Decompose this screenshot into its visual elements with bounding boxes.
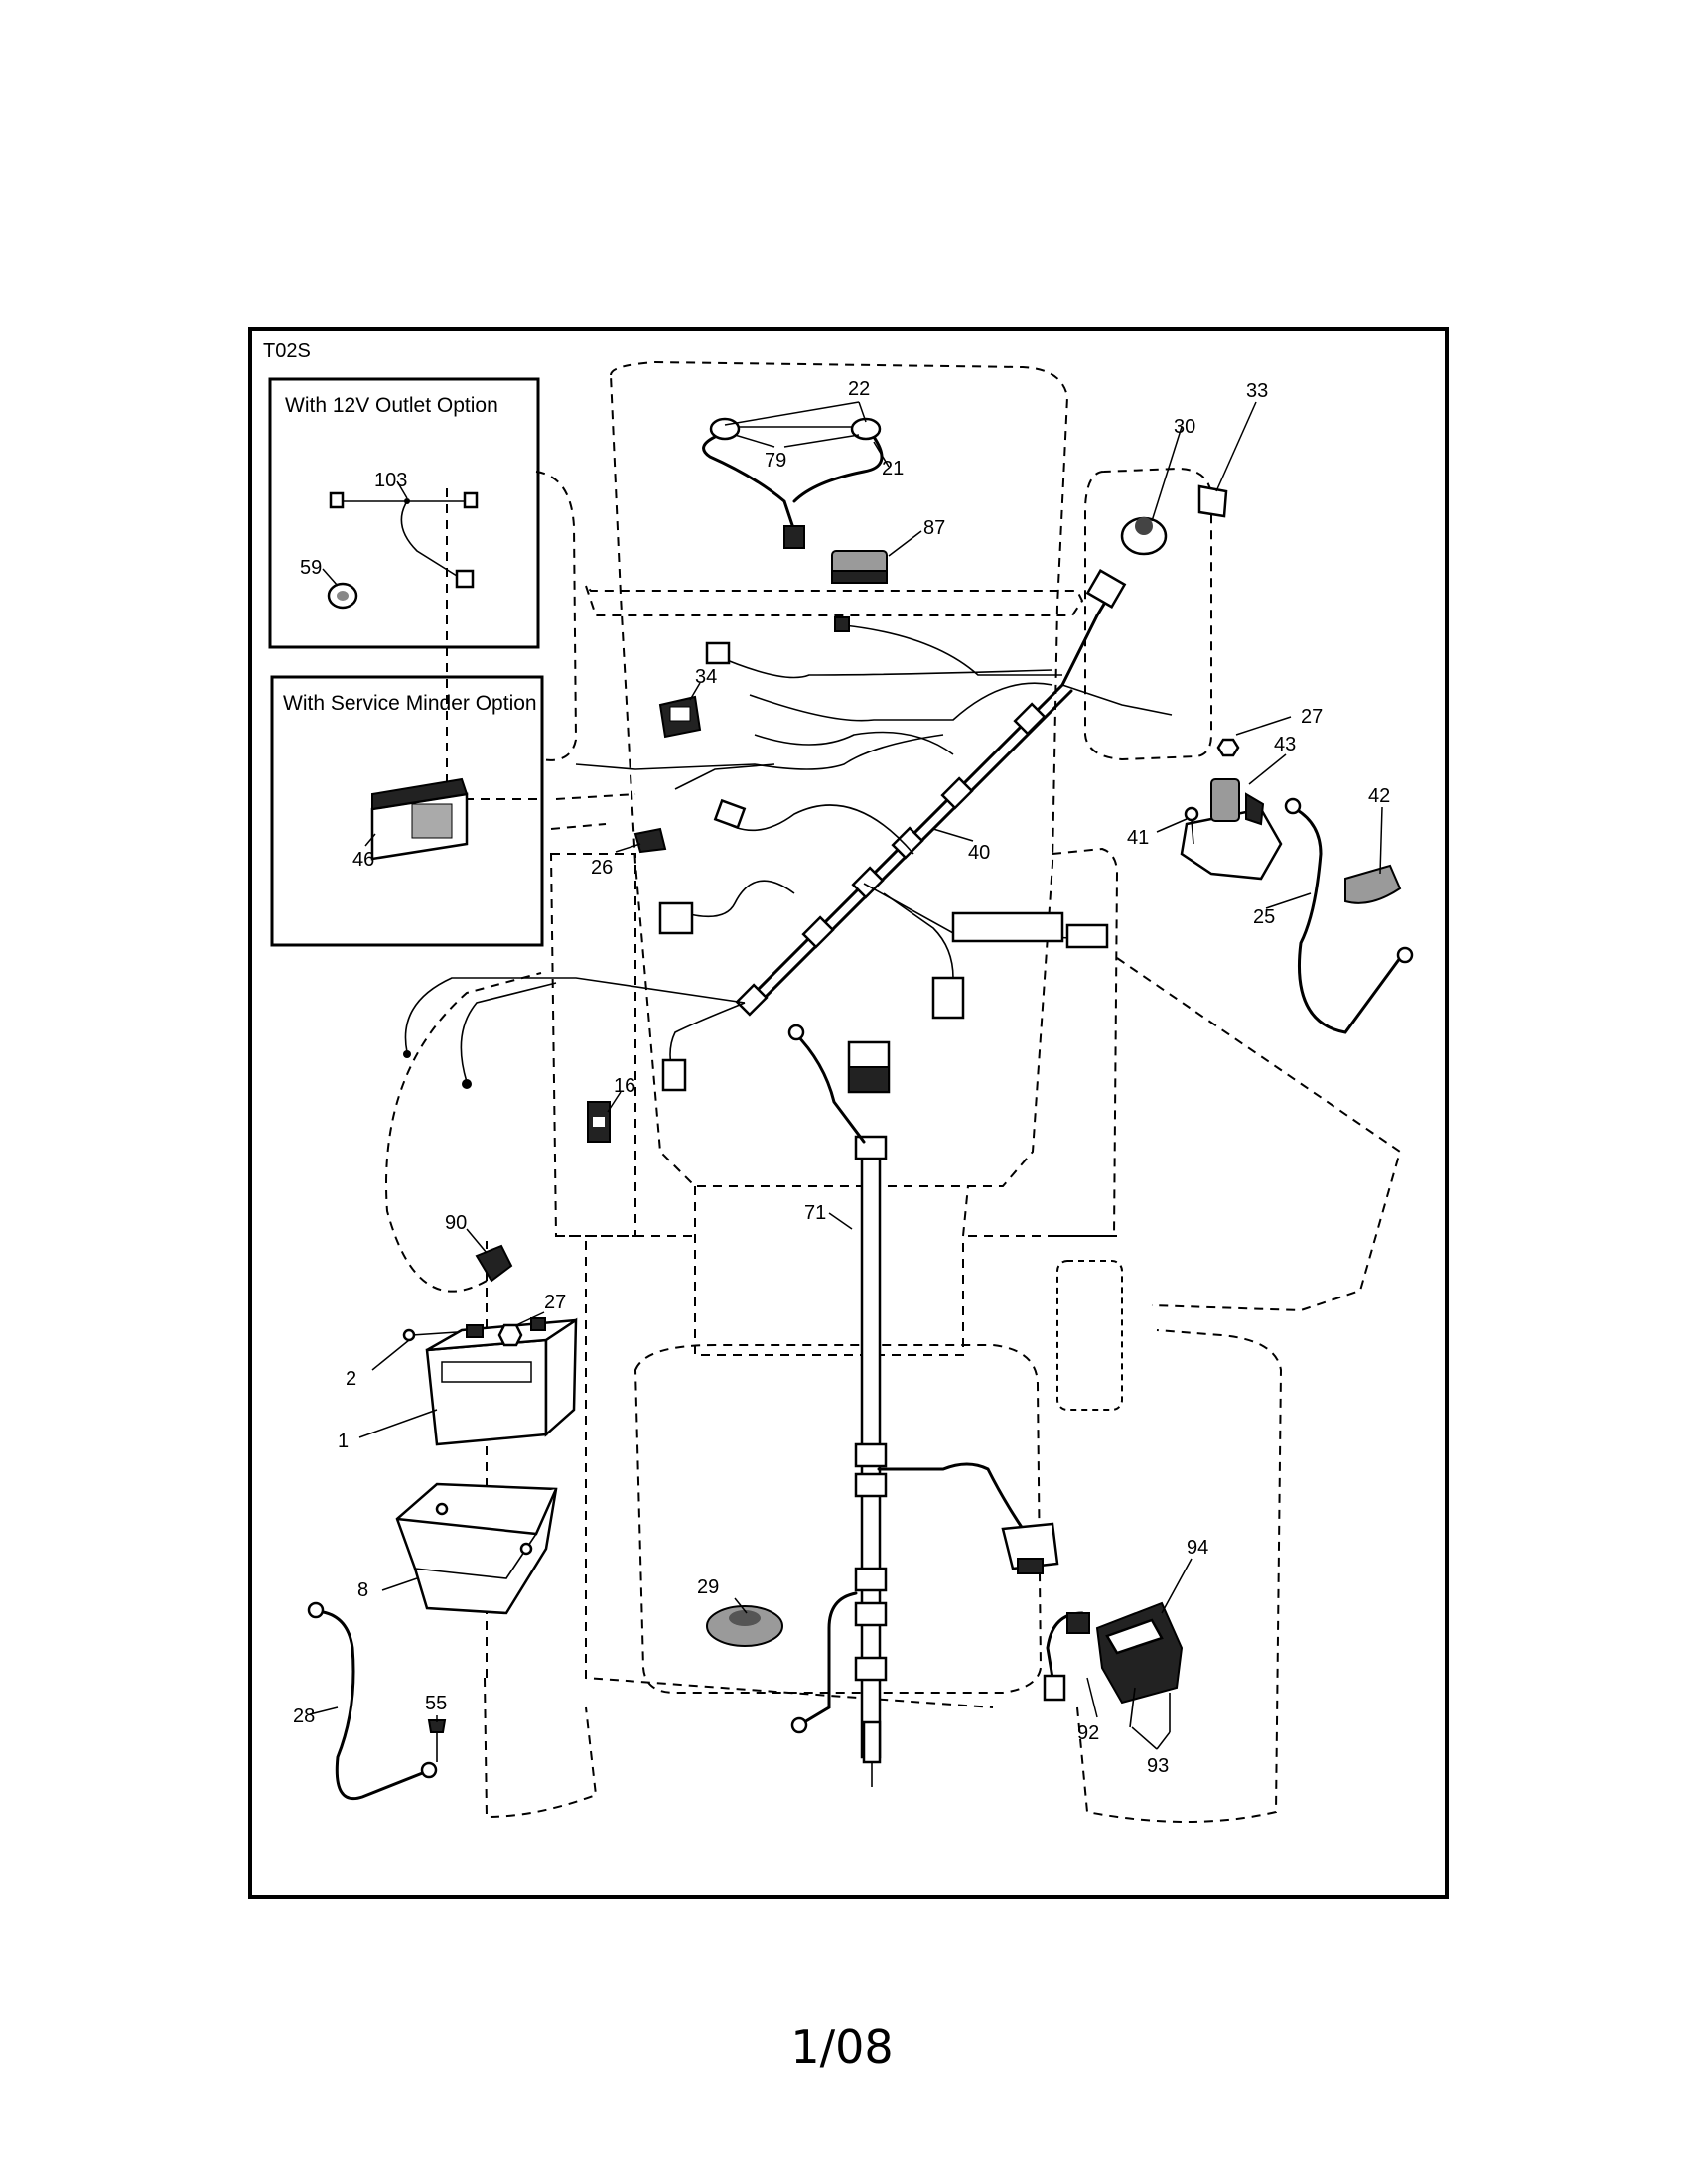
relay-87 bbox=[831, 550, 888, 584]
callout-25: 25 bbox=[1253, 906, 1275, 928]
callout-labels: 22 79 21 87 30 33 103 59 34 27 43 42 41 … bbox=[293, 378, 1390, 1777]
headlight-harness bbox=[702, 417, 884, 549]
diagram-frame bbox=[248, 327, 1449, 1899]
option-box-12v-outlet: With 12V Outlet Option bbox=[268, 377, 540, 649]
ignition-switch-30 bbox=[1120, 516, 1168, 556]
outlet-59 bbox=[327, 582, 358, 610]
bolt-41 bbox=[1184, 806, 1199, 845]
diagram-code: T02S bbox=[263, 341, 311, 362]
callout-92: 92 bbox=[1077, 1722, 1099, 1744]
nut-27 bbox=[1216, 738, 1240, 757]
callout-26: 26 bbox=[591, 857, 613, 879]
bolt-2 bbox=[402, 1328, 458, 1342]
callout-34: 34 bbox=[695, 666, 717, 688]
connector-16 bbox=[587, 1101, 611, 1143]
callout-90: 90 bbox=[445, 1212, 467, 1234]
callout-27-top: 27 bbox=[1301, 706, 1323, 728]
battery-cable-25 bbox=[1284, 797, 1414, 1034]
switch-34 bbox=[658, 695, 702, 739]
leader-lines bbox=[309, 401, 1383, 1750]
sensor-90 bbox=[475, 1244, 513, 1283]
nut-27-battery bbox=[497, 1323, 523, 1347]
connector-92 bbox=[1043, 1611, 1090, 1702]
service-minder-46 bbox=[370, 777, 469, 861]
page-number: 1/08 bbox=[790, 2020, 894, 2074]
harness-71 bbox=[787, 1024, 1059, 1787]
callout-27-battery: 27 bbox=[544, 1292, 566, 1313]
option-box-title: With Service Minder Option bbox=[283, 692, 537, 715]
callout-33: 33 bbox=[1246, 380, 1268, 402]
callout-71: 71 bbox=[804, 1202, 826, 1224]
callout-46: 46 bbox=[352, 849, 374, 871]
fuse-26 bbox=[633, 827, 667, 854]
screws-93 bbox=[1129, 1687, 1171, 1732]
callout-2: 2 bbox=[346, 1368, 356, 1390]
wiring-harness bbox=[403, 569, 1173, 1092]
callout-87: 87 bbox=[923, 517, 945, 539]
callout-55: 55 bbox=[425, 1693, 447, 1714]
option-box-title: With 12V Outlet Option bbox=[285, 394, 498, 417]
key-33 bbox=[1197, 484, 1228, 518]
callout-40: 40 bbox=[968, 842, 990, 864]
callout-8: 8 bbox=[357, 1579, 368, 1601]
terminal-boot-42 bbox=[1344, 864, 1402, 904]
callout-79: 79 bbox=[765, 450, 786, 472]
callout-16: 16 bbox=[614, 1075, 635, 1097]
callout-30: 30 bbox=[1174, 416, 1195, 438]
callout-43: 43 bbox=[1274, 734, 1296, 755]
horn-29 bbox=[706, 1605, 783, 1647]
battery-1 bbox=[425, 1317, 578, 1446]
callout-103: 103 bbox=[374, 470, 407, 491]
battery-tray-8 bbox=[395, 1482, 558, 1615]
module-94 bbox=[1095, 1601, 1184, 1705]
callout-59: 59 bbox=[300, 557, 322, 579]
solenoid-43 bbox=[1180, 778, 1283, 881]
callout-41: 41 bbox=[1127, 827, 1149, 849]
outlet-harness-103 bbox=[329, 491, 479, 589]
callout-29: 29 bbox=[697, 1576, 719, 1598]
callout-21: 21 bbox=[882, 458, 904, 479]
callout-22: 22 bbox=[848, 378, 870, 400]
callout-1: 1 bbox=[338, 1431, 349, 1452]
callout-42: 42 bbox=[1368, 785, 1390, 807]
option-box-service-minder: With Service Minder Option bbox=[270, 675, 544, 947]
tractor-outline bbox=[385, 360, 1402, 1823]
callout-28: 28 bbox=[293, 1706, 315, 1727]
callout-93: 93 bbox=[1147, 1755, 1169, 1777]
callout-94: 94 bbox=[1187, 1537, 1208, 1559]
ground-cable-28 bbox=[307, 1601, 438, 1800]
bolt-55 bbox=[427, 1719, 447, 1762]
